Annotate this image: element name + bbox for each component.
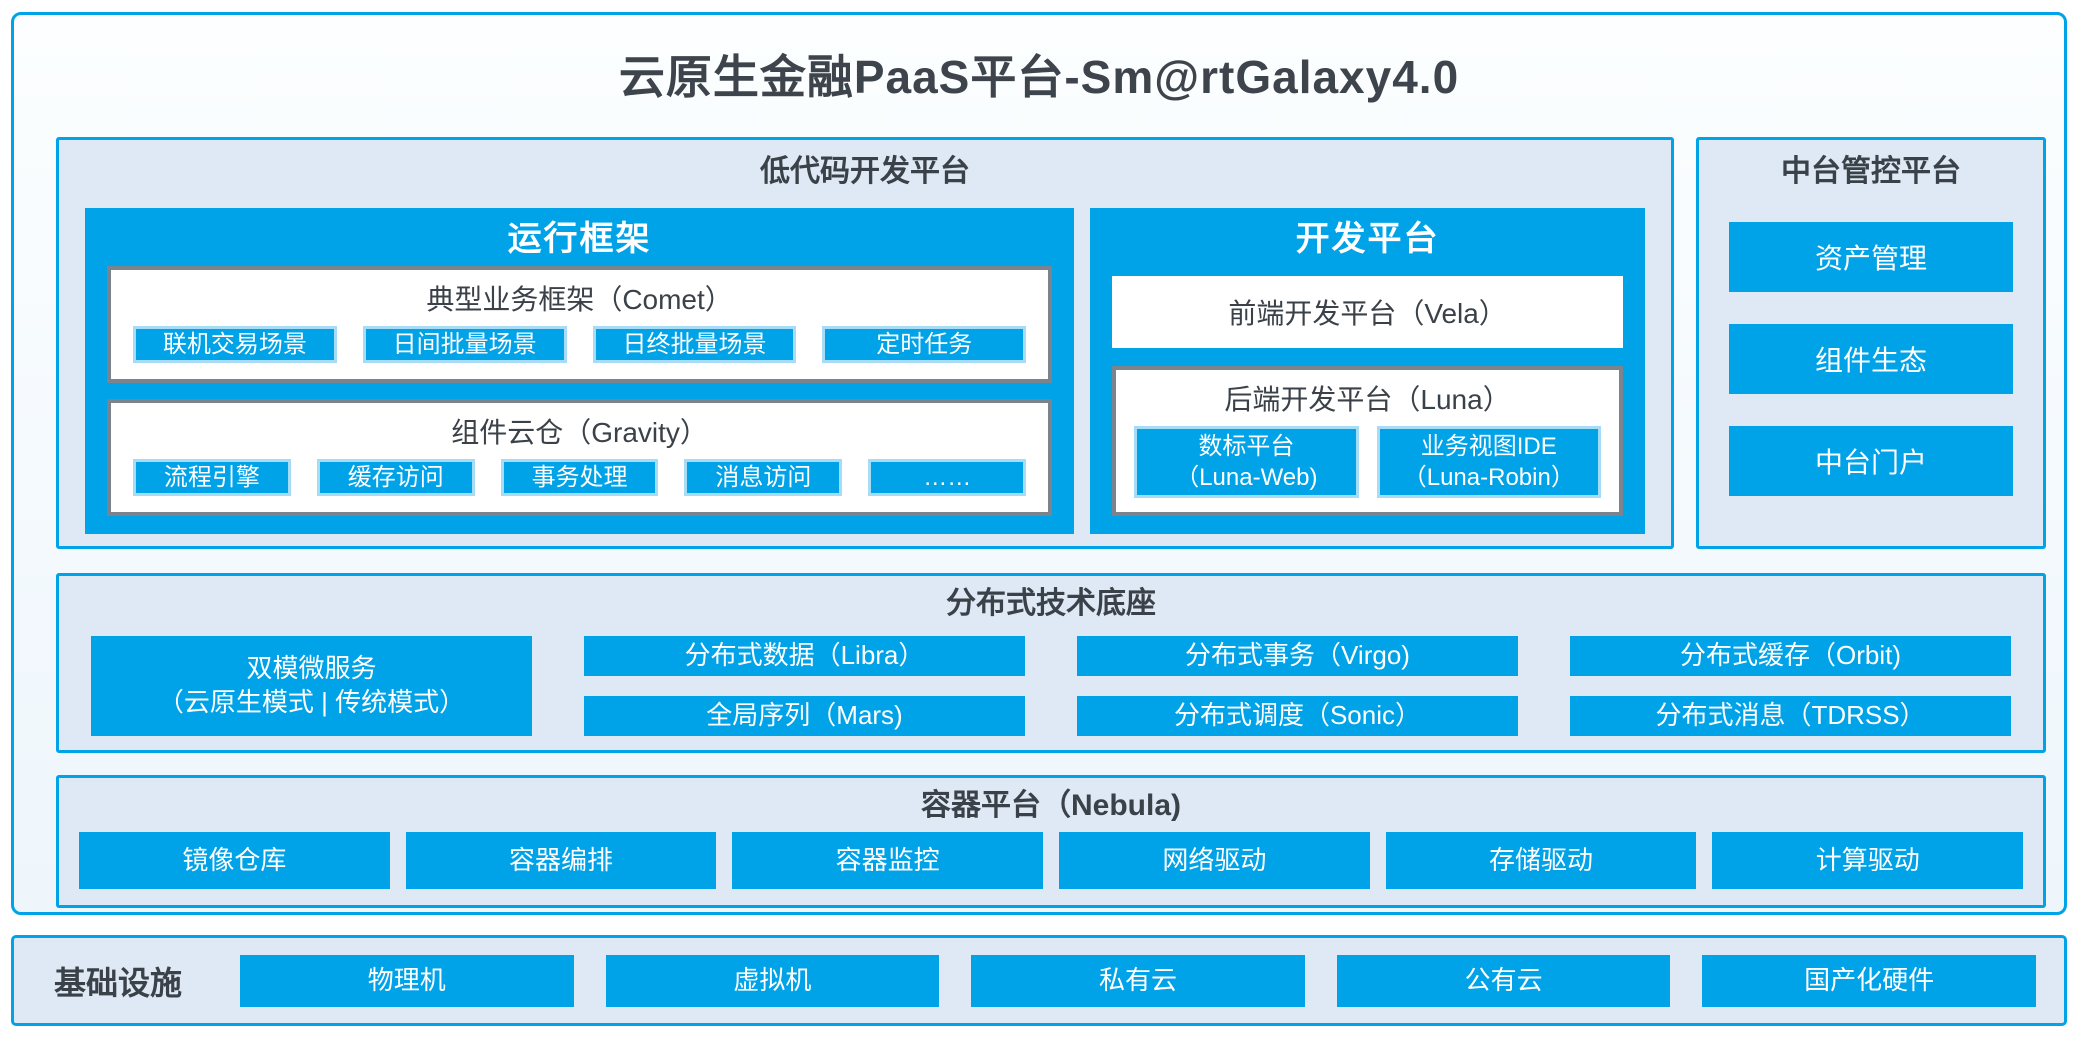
comet-item-online-trade: 联机交易场景: [133, 326, 337, 364]
dist-cache-orbit-chip: 分布式缓存（Orbit): [1570, 636, 2011, 676]
comet-items: 联机交易场景 日间批量场景 日终批量场景 定时任务: [111, 324, 1048, 379]
luna-robin-chip: 业务视图IDE （Luna-Robin）: [1376, 426, 1601, 499]
dev-platform-title: 开发平台: [1295, 220, 1440, 258]
infra-item-public-cloud: 公有云: [1336, 954, 1671, 1007]
container-item-network-driver: 网络驱动: [1059, 832, 1370, 889]
midplatform-item-asset-mgmt: 资产管理: [1729, 222, 2013, 292]
dist-data-libra-chip: 分布式数据（Libra）: [584, 636, 1025, 676]
infra-item-virtual-machine: 虚拟机: [605, 954, 940, 1007]
luna-robin-line1: 业务视图IDE: [1420, 433, 1557, 460]
comet-item-daytime-batch: 日间批量场景: [362, 326, 567, 364]
gravity-item-message-access: 消息访问: [684, 459, 843, 497]
dual-mode-microservice-chip: 双模微服务 （云原生模式 | 传统模式）: [91, 636, 532, 736]
container-item-monitoring: 容器监控: [732, 832, 1044, 889]
midplatform-item-portal: 中台门户: [1729, 426, 2013, 496]
midplatform-items: 资产管理 组件生态 中台门户: [1699, 202, 2043, 546]
distributed-base-title: 分布式技术底座: [946, 587, 1156, 620]
comet-title: 典型业务框架（Comet）: [426, 284, 733, 315]
luna-web-line2: （Luna-Web): [1175, 464, 1318, 492]
panel-lowcode-platform: 低代码开发平台 运行框架 典型业务框架（Comet） 联机交易场景 日间批量场景…: [56, 137, 1674, 549]
dist-transaction-virgo-chip: 分布式事务（Virgo): [1077, 636, 1518, 676]
gravity-warehouse-box: 组件云仓（Gravity） 流程引擎 缓存访问 事务处理 消息访问 ……: [107, 399, 1053, 517]
vela-frontend-box: 前端开发平台（Vela）: [1112, 276, 1623, 348]
runtime-framework-box: 运行框架 典型业务框架（Comet） 联机交易场景 日间批量场景 日终批量场景 …: [85, 208, 1075, 535]
panel-infrastructure: 基础设施 物理机 虚拟机 私有云 公有云 国产化硬件: [11, 935, 2067, 1026]
runtime-framework-title: 运行框架: [507, 220, 652, 258]
infrastructure-items: 物理机 虚拟机 私有云 公有云 国产化硬件: [240, 954, 2036, 1007]
global-sequence-mars-chip: 全局序列（Mars): [584, 696, 1025, 736]
midplatform-item-component-eco: 组件生态: [1729, 324, 2013, 394]
luna-web-line1: 数标平台: [1198, 433, 1295, 460]
panel-container-platform: 容器平台（Nebula) 镜像仓库 容器编排 容器监控 网络驱动 存储驱动 计算…: [56, 775, 2046, 908]
luna-title: 后端开发平台（Luna）: [1224, 384, 1511, 415]
gravity-item-cache-access: 缓存访问: [316, 459, 475, 497]
infra-item-private-cloud: 私有云: [971, 954, 1305, 1007]
panel-distributed-base: 分布式技术底座 双模微服务 （云原生模式 | 传统模式） 分布式数据（Libra…: [56, 573, 2046, 753]
container-item-image-registry: 镜像仓库: [79, 832, 390, 889]
distributed-grid: 双模微服务 （云原生模式 | 传统模式） 分布式数据（Libra） 分布式事务（…: [59, 628, 2043, 750]
platform-frame: 云原生金融PaaS平台-Sm@rtGalaxy4.0 低代码开发平台 运行框架 …: [11, 12, 2067, 915]
dev-platform-box: 开发平台 前端开发平台（Vela） 后端开发平台（Luna） 数标平台 （Lun…: [1090, 208, 1645, 535]
dual-mode-line1: 双模微服务: [246, 653, 377, 684]
gravity-title: 组件云仓（Gravity）: [451, 417, 708, 449]
page-title: 云原生金融PaaS平台-Sm@rtGalaxy4.0: [618, 51, 1460, 103]
lowcode-platform-title: 低代码开发平台: [760, 155, 970, 188]
container-items: 镜像仓库 容器编排 容器监控 网络驱动 存储驱动 计算驱动: [59, 828, 2043, 905]
dual-mode-line2: （云原生模式 | 传统模式）: [157, 687, 466, 717]
midplatform-title: 中台管控平台: [1781, 155, 1961, 188]
comet-item-eod-batch: 日终批量场景: [592, 326, 797, 364]
container-platform-title: 容器平台（Nebula): [920, 789, 1181, 822]
luna-web-chip: 数标平台 （Luna-Web): [1134, 426, 1359, 499]
lowcode-body: 运行框架 典型业务框架（Comet） 联机交易场景 日间批量场景 日终批量场景 …: [59, 202, 1671, 554]
dist-scheduler-sonic-chip: 分布式调度（Sonic）: [1077, 696, 1518, 736]
infrastructure-title: 基础设施: [54, 964, 183, 1001]
container-item-compute-driver: 计算驱动: [1712, 832, 2024, 889]
gravity-item-process-engine: 流程引擎: [133, 459, 291, 497]
luna-backend-box: 后端开发平台（Luna） 数标平台 （Luna-Web) 业务视图IDE （Lu…: [1112, 366, 1623, 517]
gravity-item-transaction: 事务处理: [500, 459, 659, 497]
dist-message-tdrss-chip: 分布式消息（TDRSS）: [1570, 696, 2011, 736]
luna-items: 数标平台 （Luna-Web) 业务视图IDE （Luna-Robin）: [1116, 424, 1619, 512]
gravity-items: 流程引擎 缓存访问 事务处理 消息访问 ……: [111, 457, 1048, 512]
gravity-item-ellipsis: ……: [868, 459, 1027, 497]
infra-item-physical-machine: 物理机: [240, 954, 574, 1007]
infra-item-domestic-hardware: 国产化硬件: [1702, 954, 2036, 1007]
comet-framework-box: 典型业务框架（Comet） 联机交易场景 日间批量场景 日终批量场景 定时任务: [107, 266, 1053, 384]
luna-robin-line2: （Luna-Robin）: [1402, 464, 1575, 492]
comet-item-scheduled-task: 定时任务: [822, 326, 1027, 364]
container-item-orchestration: 容器编排: [405, 832, 717, 889]
container-item-storage-driver: 存储驱动: [1385, 832, 1697, 889]
panel-midplatform: 中台管控平台 资产管理 组件生态 中台门户: [1696, 137, 2046, 549]
